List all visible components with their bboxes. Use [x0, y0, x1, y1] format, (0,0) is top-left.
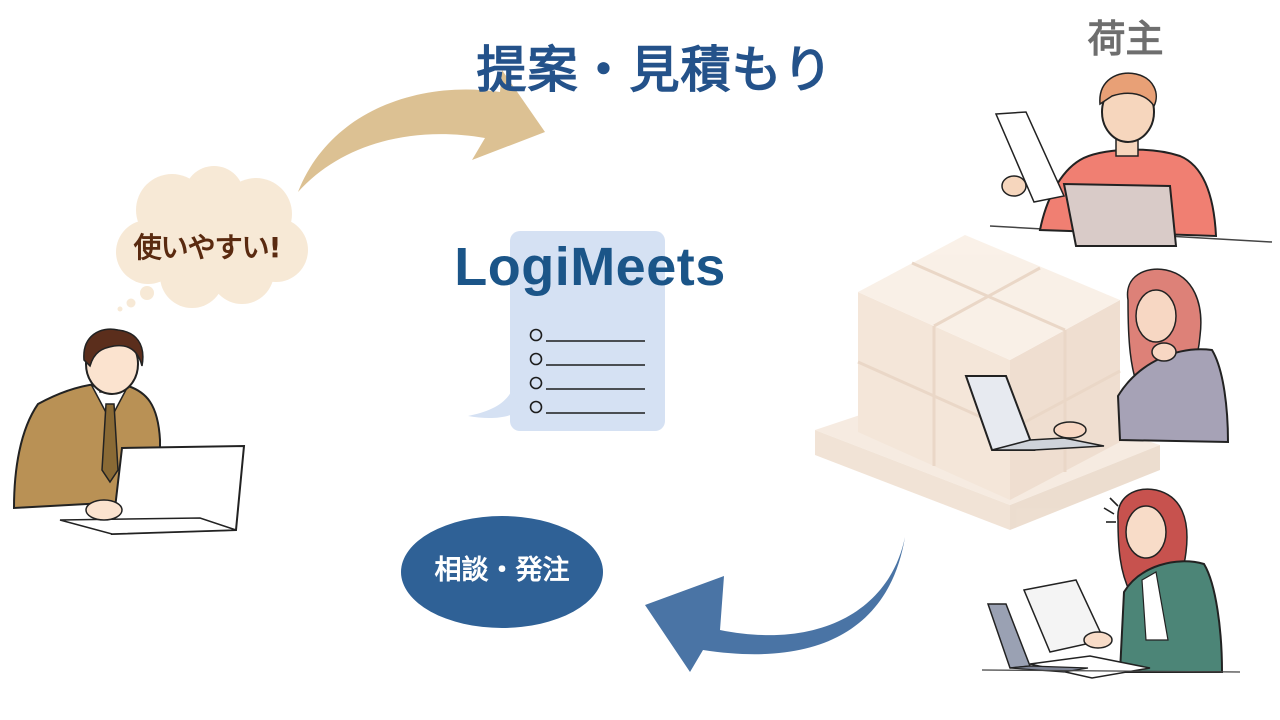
shipper-label: 荷主: [1087, 17, 1164, 61]
easy-to-use-bubble-text: 使いやすい!: [133, 231, 282, 264]
checklist-items: [529, 328, 645, 414]
shipper-man-illustration: [989, 72, 1273, 247]
shipper-woman-papers-illustration: [981, 488, 1241, 679]
man-with-laptop-illustration: [12, 328, 246, 536]
blue-curved-arrow: [645, 537, 905, 672]
consult-order-ellipse: [401, 516, 603, 628]
thought-cloud: [116, 166, 308, 312]
logimeets-logo: LogiMeets: [454, 237, 726, 297]
tan-curved-arrow: [298, 70, 545, 192]
consult-order-label: 相談・発注: [434, 555, 570, 586]
checklist-document: [468, 231, 665, 431]
shipper-woman-laptop-illustration: [964, 268, 1230, 451]
proposal-estimate-title: 提案・見積もり: [476, 41, 834, 99]
